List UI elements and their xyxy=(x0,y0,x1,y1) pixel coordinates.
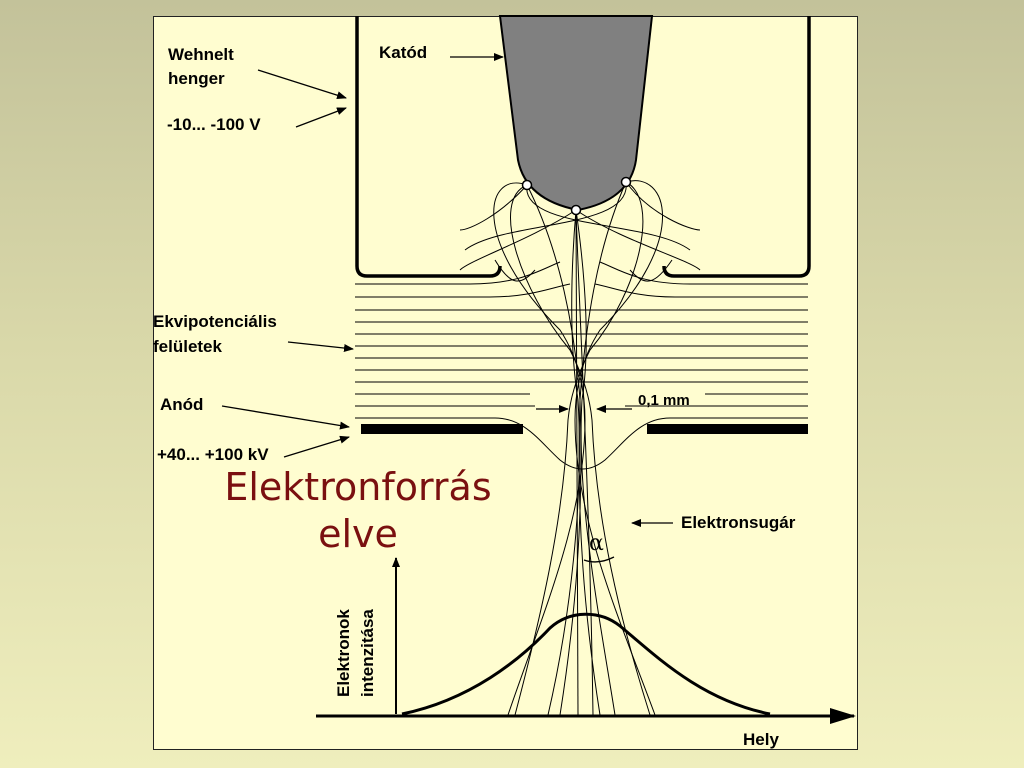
crossover-size-label: 0,1 mm xyxy=(638,392,690,409)
anode-label: Anód xyxy=(160,395,203,414)
intensity-curve xyxy=(401,612,771,716)
y-axis-label-line2: intenzitása xyxy=(358,609,377,697)
anode-voltage-label: +40... +100 kV xyxy=(157,445,269,464)
diagram-panel xyxy=(153,16,858,750)
angle-alpha-label: α xyxy=(589,531,604,556)
wehnelt-voltage-label: -10... -100 V xyxy=(167,115,261,134)
equipotential-label-line1: Ekvipotenciális xyxy=(153,312,277,331)
leader-arrows xyxy=(221,53,673,563)
electron-trajectories xyxy=(459,180,701,716)
emission-point xyxy=(620,176,632,188)
wehnelt-label-line1: Wehnelt xyxy=(168,45,234,64)
anode-plate-right xyxy=(647,424,808,434)
wehnelt-label-line2: henger xyxy=(168,69,225,88)
anode-plate-left xyxy=(361,424,523,434)
slide-title-line2: elve xyxy=(318,512,398,556)
emission-point xyxy=(521,179,533,191)
wehnelt-right-wall xyxy=(662,16,811,278)
cathode-label: Katód xyxy=(379,43,427,62)
y-axis-label-line1: Elektronok xyxy=(334,609,353,697)
wehnelt-left-wall xyxy=(355,16,502,278)
x-axis-label: Hely xyxy=(743,730,779,749)
beam-label: Elektronsugár xyxy=(681,513,796,532)
equipotential-label-line2: felületek xyxy=(153,337,223,356)
slide-title-line1: Elektronforrás xyxy=(224,465,491,509)
emission-point xyxy=(570,204,582,216)
